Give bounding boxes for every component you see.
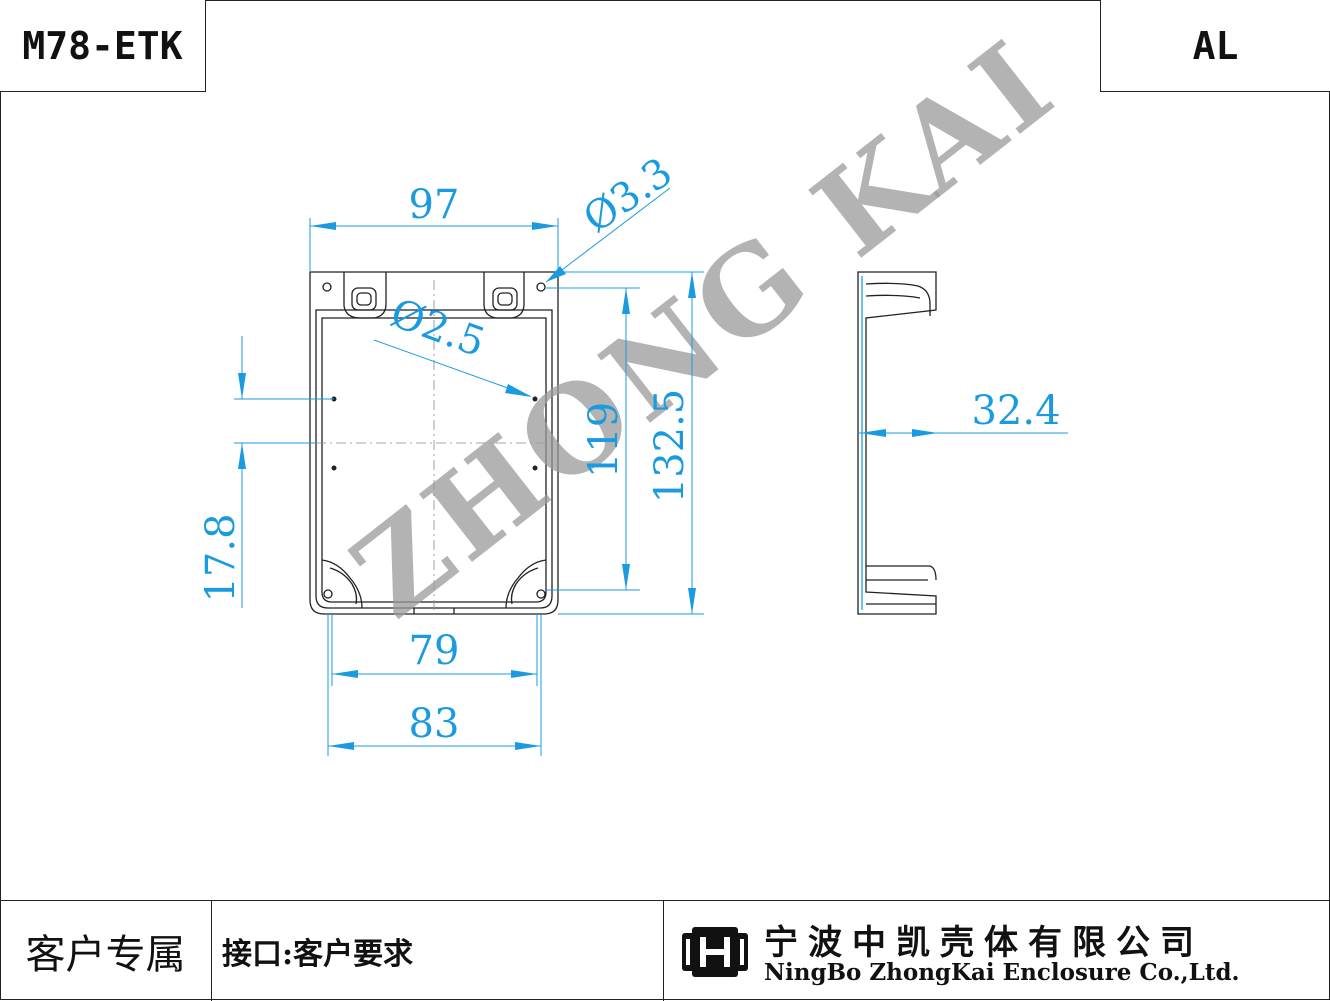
dim-hole-large: Ø3.3	[575, 149, 680, 242]
top-view	[309, 271, 559, 615]
dim-width-outer: 97	[409, 182, 460, 228]
company-logo-icon	[682, 927, 748, 977]
technical-drawing: ZHONG KAI	[198, 12, 1081, 756]
material-code: AL	[1192, 23, 1239, 68]
material-cell: AL	[1100, 0, 1330, 92]
dim-length-outer: 132.5	[647, 389, 693, 504]
dim-hole-spacing: 17.8	[198, 513, 244, 602]
dim-width-inner: 79	[409, 628, 460, 674]
company-name-en: NingBo ZhongKai Enclosure Co.,Ltd.	[764, 959, 1240, 986]
centerlines	[316, 280, 552, 612]
dim-length-inner: 119	[581, 402, 627, 478]
dim-width-mid: 83	[409, 701, 460, 747]
model-number: M78-ETK	[22, 23, 183, 68]
customer-label: 客户专属	[25, 932, 186, 978]
company-cell: 宁波中凯壳体有限公司 NingBo ZhongKai Enclosure Co.…	[664, 901, 1330, 1001]
dimension-lines	[234, 187, 1068, 756]
interface-cell: 接口:客户要求	[212, 901, 664, 1001]
dim-height: 32.4	[971, 388, 1060, 434]
interface-label: 接口:客户要求	[222, 937, 414, 972]
dim-hole-small: Ø2.5	[385, 290, 491, 366]
company-name-cn: 宁波中凯壳体有限公司	[764, 923, 1204, 963]
customer-cell: 客户专属	[0, 901, 212, 1001]
model-number-cell: M78-ETK	[0, 0, 206, 92]
side-view	[857, 271, 937, 615]
title-block: 客户专属 接口:客户要求 宁波中凯壳体有限公司 NingBo ZhongKai …	[0, 900, 1330, 1001]
